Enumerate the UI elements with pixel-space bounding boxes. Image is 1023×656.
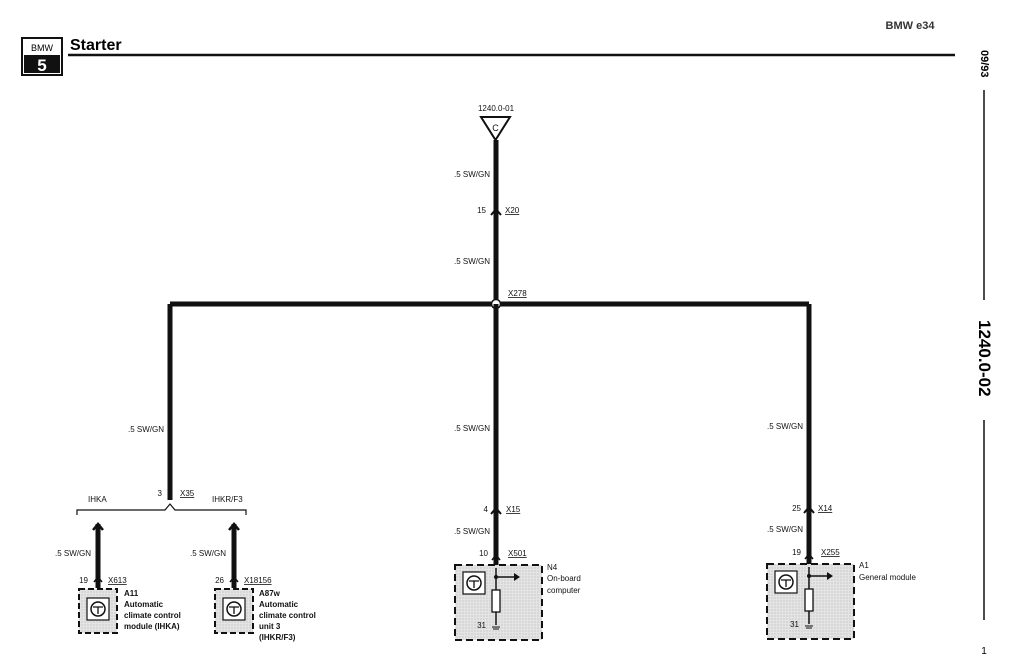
splice-label: X278 bbox=[508, 289, 527, 298]
terminal-letter: C bbox=[492, 123, 499, 133]
variant-ihkr: IHKR/F3 bbox=[212, 495, 243, 504]
a11-desc-3: module (IHKA) bbox=[124, 622, 180, 631]
left-wire-label: .5 SW/GN bbox=[128, 425, 164, 434]
page-title: Starter bbox=[70, 37, 122, 54]
a1-pin: 19 bbox=[792, 548, 801, 557]
a11-desc-2: climate control bbox=[124, 611, 181, 620]
module-a1: .5 SW/GN 25 X14 .5 SW/GN 19 X255 31 A1 G… bbox=[766, 304, 916, 640]
a87w-desc-2: climate control bbox=[259, 611, 316, 620]
module-a87w: .5 SW/GN 26 X18156 A87w Automatic climat… bbox=[190, 522, 316, 642]
n4-resistor bbox=[491, 589, 501, 613]
logo-bottom-text: 5 bbox=[37, 56, 46, 75]
a1-ground: 31 bbox=[790, 620, 799, 629]
a11-wire-label: .5 SW/GN bbox=[55, 549, 91, 558]
n4-desc-1: On-board bbox=[547, 574, 581, 583]
date-label: 09/93 bbox=[978, 50, 990, 78]
n4-pin-x15: 4 bbox=[484, 505, 489, 514]
conn-x35: X35 bbox=[180, 489, 195, 498]
n4-desc-2: computer bbox=[547, 586, 581, 595]
wire-label-mid: .5 SW/GN bbox=[454, 257, 490, 266]
connector-x20: 15 X20 bbox=[477, 206, 520, 216]
a11-pin: 19 bbox=[79, 576, 88, 585]
a87w-desc-3: unit 3 bbox=[259, 622, 281, 631]
a87w-wire-label: .5 SW/GN bbox=[190, 549, 226, 558]
n4-id: N4 bbox=[547, 563, 558, 572]
a1-desc-1: General module bbox=[859, 573, 916, 582]
a87w-pin: 26 bbox=[215, 576, 224, 585]
logo-top-text: BMW bbox=[31, 43, 54, 53]
a11-id: A11 bbox=[124, 589, 139, 598]
a11-desc-1: Automatic bbox=[124, 600, 164, 609]
bmw-5-logo: BMW 5 bbox=[21, 37, 63, 76]
a11-conn: X613 bbox=[108, 576, 127, 585]
variant-ihka: IHKA bbox=[88, 495, 107, 504]
n4-pin: 10 bbox=[479, 549, 488, 558]
n4-conn: X501 bbox=[508, 549, 527, 558]
conn-x20: X20 bbox=[505, 206, 520, 215]
wire-label-top: .5 SW/GN bbox=[454, 170, 490, 179]
doc-number: 1240.0-02 bbox=[975, 320, 994, 397]
a1-id: A1 bbox=[859, 561, 869, 570]
a1-pin-x14: 25 bbox=[792, 504, 801, 513]
a87w-conn: X18156 bbox=[244, 576, 272, 585]
conn-x14: X14 bbox=[818, 504, 833, 513]
module-a11: .5 SW/GN 19 X613 A11 Automatic climate c… bbox=[55, 522, 181, 634]
n4-wire-label-top: .5 SW/GN bbox=[454, 424, 490, 433]
a1-wire-label-top: .5 SW/GN bbox=[767, 422, 803, 431]
a87w-desc-1: Automatic bbox=[259, 600, 299, 609]
terminal-c-symbol: C bbox=[479, 116, 512, 142]
module-n4: .5 SW/GN 4 X15 .5 SW/GN 10 X501 31 N4 On… bbox=[454, 304, 581, 641]
left-pin: 3 bbox=[158, 489, 163, 498]
conn-x15: X15 bbox=[506, 505, 521, 514]
model-label: BMW e34 bbox=[886, 20, 936, 32]
a1-resistor bbox=[804, 588, 814, 612]
a1-wire-label-bottom: .5 SW/GN bbox=[767, 525, 803, 534]
variant-bracket bbox=[76, 503, 247, 515]
n4-ground: 31 bbox=[477, 621, 486, 630]
a87w-id: A87w bbox=[259, 589, 281, 598]
source-ref: 1240.0-01 bbox=[478, 104, 515, 113]
page-mark: 1 bbox=[981, 646, 987, 656]
a87w-desc-4: (IHKR/F3) bbox=[259, 633, 296, 642]
n4-wire-label-bottom: .5 SW/GN bbox=[454, 527, 490, 536]
a1-conn: X255 bbox=[821, 548, 840, 557]
pin-x20: 15 bbox=[477, 206, 486, 215]
